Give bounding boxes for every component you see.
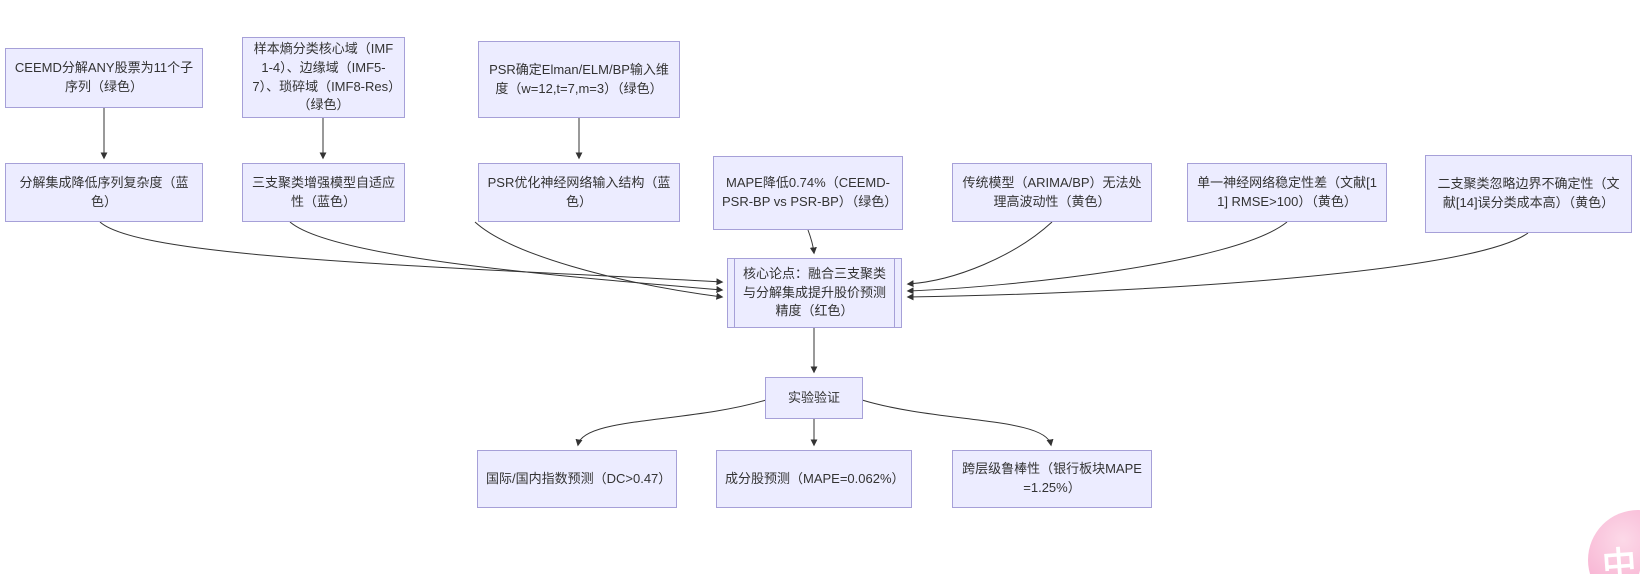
node-cross-level-robustness: 跨层级鲁棒性（银行板块MAPE=1.25%） xyxy=(952,450,1152,508)
translate-widget-button[interactable]: 中A xyxy=(1588,510,1640,574)
node-label: 跨层级鲁棒性（银行板块MAPE=1.25%） xyxy=(962,461,1142,495)
edge-threeway-core xyxy=(289,221,724,294)
edge-singlenn-core xyxy=(906,221,1288,295)
edge-decomp-core xyxy=(99,221,724,286)
node-label: 单一神经网络稳定性差（文献[11] RMSE>100）（黄色） xyxy=(1197,174,1377,209)
edge-experiment-robust xyxy=(861,399,1054,447)
node-label: PSR优化神经网络输入结构（蓝色） xyxy=(487,174,671,209)
node-index-prediction: 国际/国内指数预测（DC>0.47） xyxy=(477,450,677,508)
node-label: 实验验证 xyxy=(787,389,840,405)
node-core-thesis: 核心论点：融合三支聚类与分解集成提升股价预测精度（红色） xyxy=(727,258,902,328)
node-three-way-clustering: 三支聚类增强模型自适应性（蓝色） xyxy=(242,163,405,222)
edge-experiment-index xyxy=(575,399,767,447)
node-psr-optimization: PSR优化神经网络输入结构（蓝色） xyxy=(478,163,680,222)
node-psr-input-dimension: PSR确定Elman/ELM/BP输入维度（w=12,t=7,m=3）（绿色） xyxy=(478,41,680,118)
translate-icon: 中A xyxy=(1600,542,1640,574)
node-mape-reduction: MAPE降低0.74%（CEEMD-PSR-BP vs PSR-BP）（绿色） xyxy=(713,156,903,230)
node-component-stock-prediction: 成分股预测（MAPE=0.062%） xyxy=(716,450,912,508)
node-label: 国际/国内指数预测（DC>0.47） xyxy=(486,470,672,486)
node-label: 传统模型（ARIMA/BP）无法处理高波动性（黄色） xyxy=(962,174,1142,209)
node-ceemd-decompose: CEEMD分解ANY股票为11个子序列（绿色） xyxy=(5,48,203,108)
edge-trad-core xyxy=(906,221,1053,288)
node-decomposition-ensemble: 分解集成降低序列复杂度（蓝色） xyxy=(5,163,203,222)
node-label: 核心论点：融合三支聚类与分解集成提升股价预测精度（红色） xyxy=(742,265,886,319)
edge-mape-core xyxy=(807,229,817,255)
node-two-way-clustering-limits: 二支聚类忽略边界不确定性（文献[14]误分类成本高）（黄色） xyxy=(1425,155,1632,233)
edge-twoway-core xyxy=(906,232,1529,301)
node-label: 三支聚类增强模型自适应性（蓝色） xyxy=(251,174,395,209)
edge-psropt-core xyxy=(474,221,724,300)
node-label: PSR确定Elman/ELM/BP输入维度（w=12,t=7,m=3）（绿色） xyxy=(489,61,669,96)
node-traditional-models: 传统模型（ARIMA/BP）无法处理高波动性（黄色） xyxy=(952,163,1152,222)
node-sample-entropy: 样本熵分类核心域（IMF1-4）、边缘域（IMF5-7）、琐碎域（IMF8-Re… xyxy=(242,37,405,118)
node-label: 样本熵分类核心域（IMF1-4）、边缘域（IMF5-7）、琐碎域（IMF8-Re… xyxy=(252,40,395,113)
node-single-nn-instability: 单一神经网络稳定性差（文献[11] RMSE>100）（黄色） xyxy=(1187,163,1387,222)
node-experiment-validation: 实验验证 xyxy=(765,377,863,419)
node-label: 成分股预测（MAPE=0.062%） xyxy=(725,470,905,486)
node-label: MAPE降低0.74%（CEEMD-PSR-BP vs PSR-BP）（绿色） xyxy=(722,175,898,209)
node-label: CEEMD分解ANY股票为11个子序列（绿色） xyxy=(14,60,194,94)
node-label: 分解集成降低序列复杂度（蓝色） xyxy=(19,174,189,209)
node-label: 二支聚类忽略边界不确定性（文献[14]误分类成本高）（黄色） xyxy=(1437,176,1620,210)
